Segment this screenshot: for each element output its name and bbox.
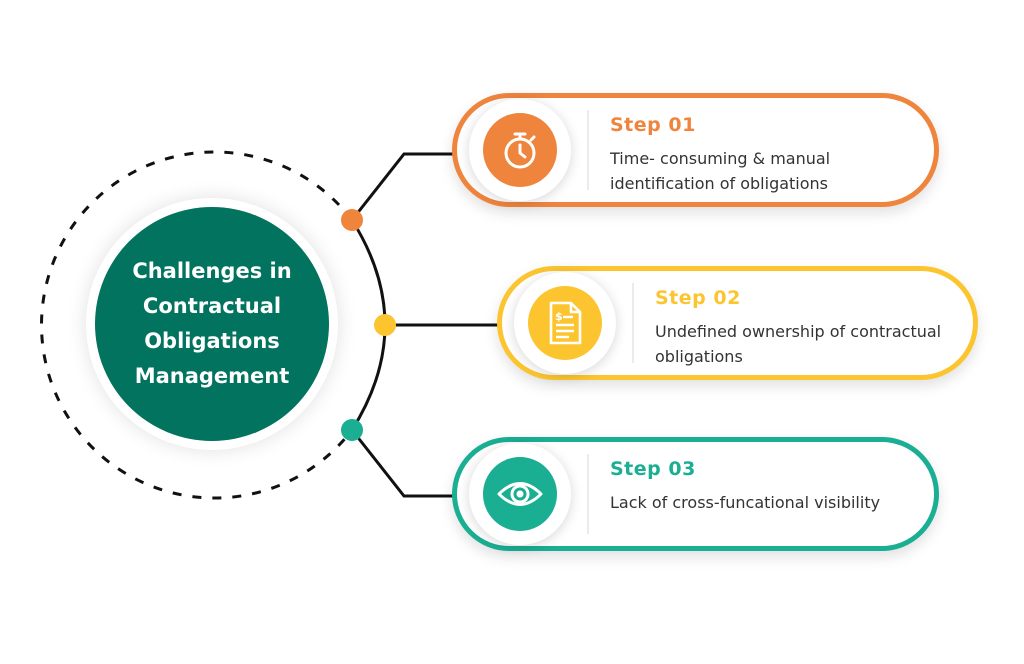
- invoice-document-icon: $: [528, 286, 602, 360]
- icon-ring-step-3: [469, 443, 571, 545]
- step-card-1: Step 01 Time- consuming & manual identif…: [452, 93, 939, 207]
- step-description: Undefined ownership of contractual oblig…: [655, 322, 942, 366]
- center-title: Challenges in Contractual Obligations Ma…: [132, 259, 292, 388]
- step-description: Lack of cross-funcational visibility: [610, 493, 881, 512]
- card-divider: [587, 454, 589, 534]
- step-title: Step 01: [610, 114, 696, 136]
- card-divider: [632, 283, 634, 363]
- connector-step-3: [350, 429, 460, 498]
- eye-icon: [483, 457, 557, 531]
- icon-ring-step-1: [469, 99, 571, 201]
- step-card-2: $ Step 02 Undefined ownership of contrac…: [497, 266, 978, 380]
- step-title: Step 02: [655, 287, 741, 309]
- center-circle: Challenges in Contractual Obligations Ma…: [95, 207, 329, 441]
- node-dot-step-1: [341, 209, 363, 231]
- connector-step-1: [350, 152, 460, 221]
- stopwatch-icon: [483, 113, 557, 187]
- step-title: Step 03: [610, 458, 696, 480]
- card-divider: [587, 110, 589, 190]
- step-description: Time- consuming & manual identification …: [610, 149, 831, 193]
- node-dot-step-2: [374, 314, 396, 336]
- node-dot-step-3: [341, 419, 363, 441]
- icon-ring-step-2: $: [514, 272, 616, 374]
- dashed-orbit: [40, 150, 354, 500]
- svg-text:$: $: [555, 310, 563, 323]
- step-card-3: Step 03 Lack of cross-funcational visibi…: [452, 437, 939, 551]
